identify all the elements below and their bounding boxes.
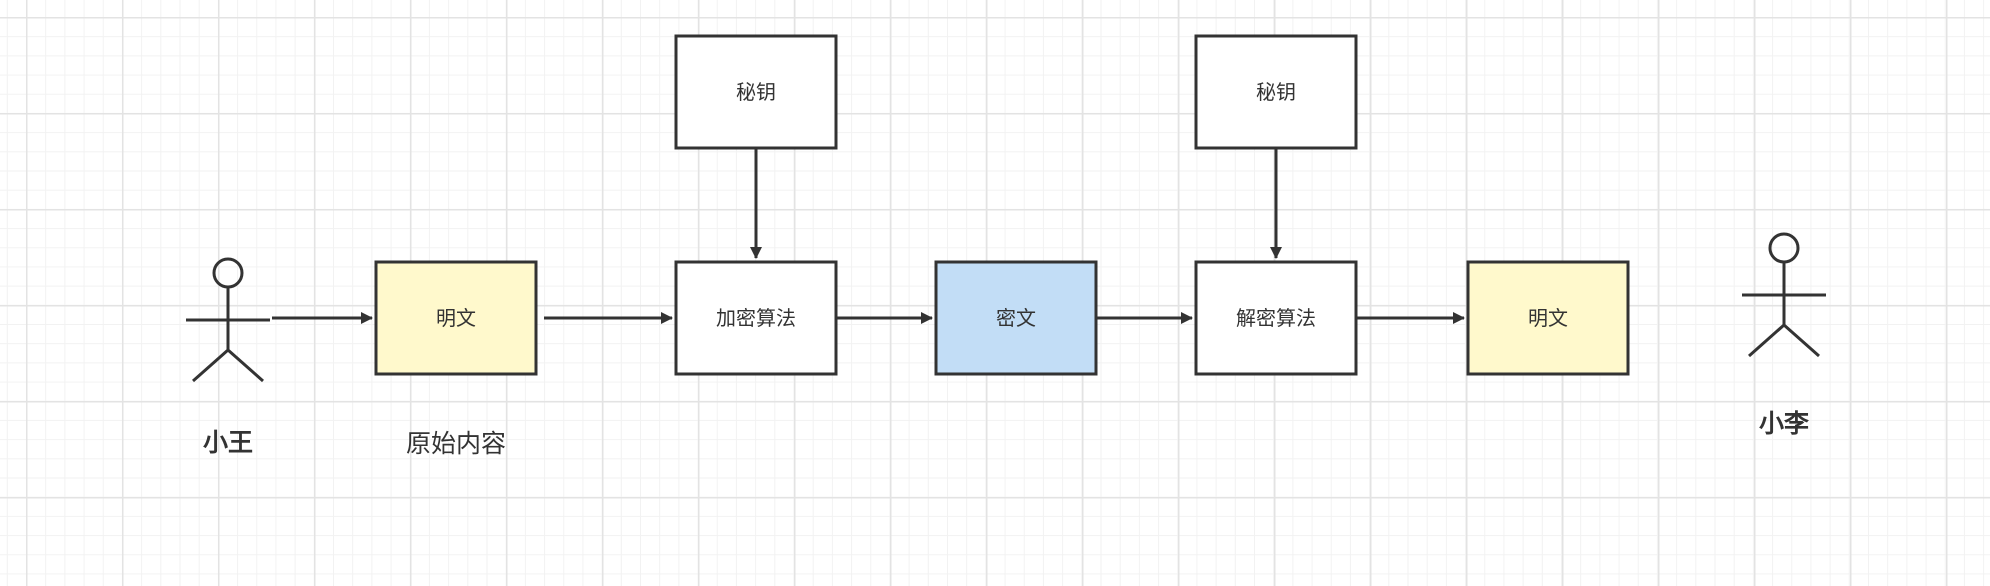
- plaintext-output-node: 明文: [1466, 260, 1630, 376]
- decrypt-algorithm-node: 解密算法: [1194, 260, 1358, 376]
- decrypt-key-node: 秘钥: [1194, 34, 1358, 150]
- encrypt-algorithm-node: 加密算法: [674, 260, 838, 376]
- decrypt-algorithm-label: 解密算法: [1236, 306, 1316, 330]
- encrypt-algorithm-label: 加密算法: [716, 306, 796, 330]
- sender-label: 小王: [203, 428, 253, 457]
- receiver-label: 小李: [1759, 409, 1809, 438]
- sender-actor-icon: [186, 257, 270, 383]
- encrypt-key-label: 秘钥: [736, 80, 776, 104]
- original-content-caption: 原始内容: [406, 429, 506, 458]
- plaintext-output-label: 明文: [1528, 306, 1568, 330]
- plaintext-input-label: 明文: [436, 306, 476, 330]
- decrypt-key-label: 秘钥: [1256, 80, 1296, 104]
- ciphertext-node: 密文: [934, 260, 1098, 376]
- encrypt-key-node: 秘钥: [674, 34, 838, 150]
- plaintext-input-node: 明文: [374, 260, 538, 376]
- receiver-actor-icon: [1742, 232, 1826, 358]
- ciphertext-label: 密文: [996, 306, 1036, 330]
